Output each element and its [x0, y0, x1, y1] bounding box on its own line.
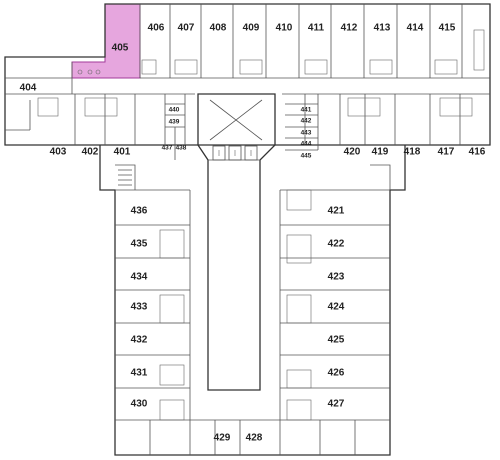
room-label-431[interactable]: 431 — [131, 368, 148, 379]
room-label-420[interactable]: 420 — [344, 147, 361, 158]
south-wing-walls — [99, 145, 406, 456]
room-label-438[interactable]: 438 — [176, 145, 187, 152]
room-label-425[interactable]: 425 — [328, 335, 345, 346]
north-wing-walls — [4, 3, 491, 160]
room-label-428[interactable]: 428 — [246, 433, 263, 444]
room-label-427[interactable]: 427 — [328, 399, 345, 410]
room-label-433[interactable]: 433 — [131, 302, 148, 313]
room-label-426[interactable]: 426 — [328, 368, 345, 379]
room-label-445[interactable]: 445 — [301, 153, 312, 160]
room-label-410[interactable]: 410 — [276, 23, 293, 34]
room-label-442[interactable]: 442 — [301, 118, 312, 125]
room-label-423[interactable]: 423 — [328, 272, 345, 283]
room-label-429[interactable]: 429 — [214, 433, 231, 444]
room-label-441[interactable]: 441 — [301, 107, 312, 114]
room-label-411[interactable]: 411 — [308, 23, 325, 34]
room-label-413[interactable]: 413 — [374, 23, 391, 34]
room-label-418[interactable]: 418 — [404, 147, 421, 158]
room-label-421[interactable]: 421 — [328, 206, 345, 217]
room-label-435[interactable]: 435 — [131, 239, 148, 250]
room-405-highlight[interactable] — [71, 3, 141, 79]
room-label-416[interactable]: 416 — [469, 147, 486, 158]
room-label-443[interactable]: 443 — [301, 130, 312, 137]
room-label-402[interactable]: 402 — [82, 147, 99, 158]
room-label-440[interactable]: 440 — [169, 107, 180, 114]
room-label-401[interactable]: 401 — [114, 147, 131, 158]
room-label-403[interactable]: 403 — [50, 147, 67, 158]
room-label-419[interactable]: 419 — [372, 147, 389, 158]
room-label-406[interactable]: 406 — [148, 23, 165, 34]
room-label-422[interactable]: 422 — [328, 239, 345, 250]
room-label-424[interactable]: 424 — [328, 302, 345, 313]
room-label-432[interactable]: 432 — [131, 335, 148, 346]
room-label-439[interactable]: 439 — [169, 119, 180, 126]
room-label-436[interactable]: 436 — [131, 206, 148, 217]
room-label-412[interactable]: 412 — [341, 23, 358, 34]
room-label-434[interactable]: 434 — [131, 272, 148, 283]
central-atrium — [197, 93, 276, 391]
bathroom-fixtures — [37, 29, 485, 421]
room-label-430[interactable]: 430 — [131, 399, 148, 410]
room-label-409[interactable]: 409 — [243, 23, 260, 34]
room-label-414[interactable]: 414 — [407, 23, 424, 34]
room-label-405[interactable]: 405 — [112, 43, 129, 54]
room-label-404[interactable]: 404 — [20, 83, 37, 94]
room-label-417[interactable]: 417 — [438, 147, 455, 158]
room-labels: 405 406 407 408 409 410 411 412 413 414 415 404 403 4… — [20, 23, 486, 444]
room-label-437[interactable]: 437 — [162, 145, 173, 152]
room-label-407[interactable]: 407 — [178, 23, 195, 34]
room-label-408[interactable]: 408 — [210, 23, 227, 34]
room-label-415[interactable]: 415 — [439, 23, 456, 34]
room-label-444[interactable]: 444 — [301, 141, 312, 148]
